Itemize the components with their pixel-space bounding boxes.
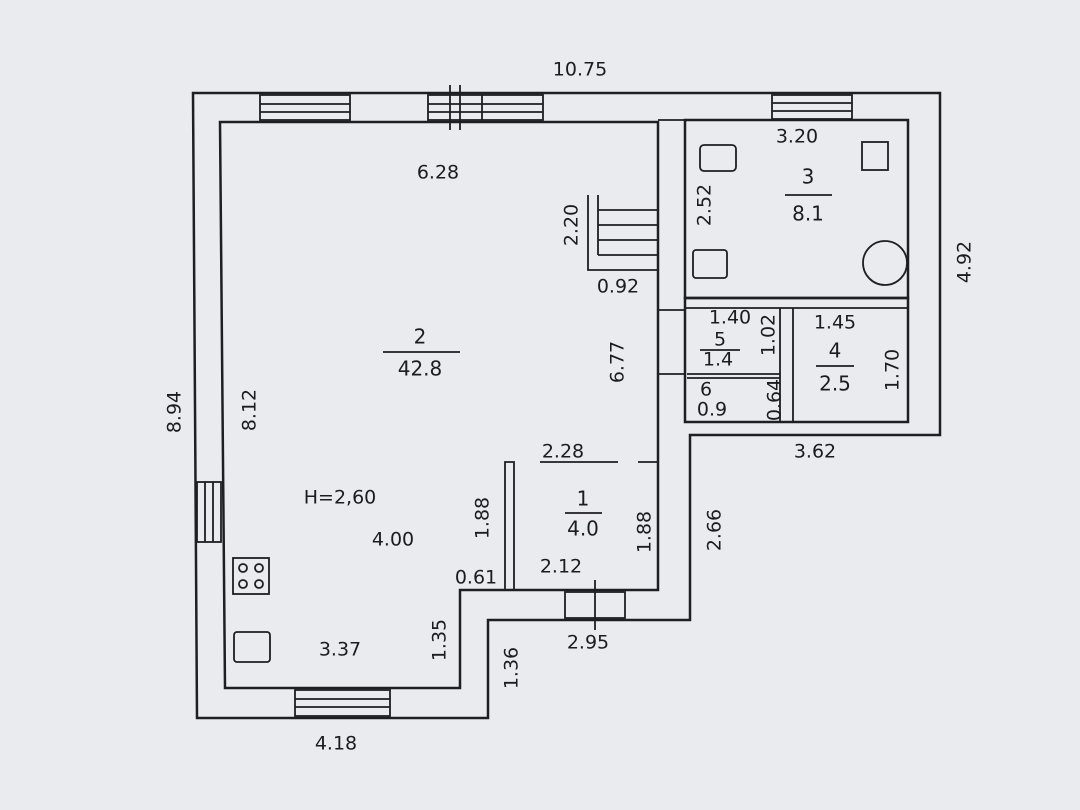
shower-icon (861, 141, 889, 171)
dim-170: 1.70 (882, 349, 904, 391)
room-4-area: 2.5 (819, 372, 851, 396)
room-6-area: 0.9 (697, 399, 727, 421)
room-3-number: 3 (802, 165, 815, 189)
dim-220: 2.20 (561, 204, 583, 246)
dim-492: 4.92 (954, 241, 976, 283)
room-5-area: 1.4 (703, 349, 733, 371)
dim-total-depth: 8.94 (164, 391, 186, 433)
room-1-area: 4.0 (567, 517, 599, 541)
dim-092: 0.92 (597, 276, 639, 298)
dim-061: 0.61 (455, 567, 497, 589)
ceiling-height: H=2,60 (304, 487, 377, 509)
dim-628: 6.28 (417, 162, 459, 184)
dim-102: 1.02 (758, 314, 780, 356)
room-2-area: 42.8 (398, 357, 443, 381)
dim-064: 0.64 (764, 379, 786, 421)
dim-188-left: 1.88 (472, 497, 494, 539)
dim-228: 2.28 (542, 441, 584, 463)
dim-337: 3.37 (319, 639, 361, 661)
room-4-number: 4 (829, 339, 842, 363)
dimension-labels: 10.75 8.94 6.28 3.20 2.52 2.20 0.92 4.92… (164, 59, 976, 755)
dim-400: 4.00 (372, 529, 414, 551)
dim-total-width: 10.75 (553, 59, 607, 81)
dim-188-right: 1.88 (634, 511, 656, 553)
dim-418: 4.18 (315, 733, 357, 755)
room-5-number: 5 (714, 329, 726, 351)
dim-145: 1.45 (814, 312, 856, 334)
dim-295: 2.95 (567, 632, 609, 654)
fixtures (232, 141, 908, 663)
room-2-number: 2 (414, 325, 427, 349)
spiral-stair-icon (862, 240, 908, 286)
stairs (587, 195, 658, 271)
dim-136: 1.36 (501, 647, 523, 689)
dim-677: 6.77 (607, 341, 629, 383)
dim-362: 3.62 (794, 441, 836, 463)
kitchen-sink-icon (233, 631, 271, 663)
dim-135: 1.35 (429, 619, 451, 661)
dim-252: 2.52 (694, 184, 716, 226)
room-3-area: 8.1 (792, 202, 824, 226)
walls (191, 91, 942, 720)
dim-812: 8.12 (239, 389, 261, 431)
stove-icon (232, 557, 270, 595)
dim-140: 1.40 (709, 307, 751, 329)
room-6-number: 6 (700, 379, 712, 401)
toilet-icon (699, 144, 737, 172)
sink-icon (692, 249, 728, 279)
dim-266: 2.66 (704, 509, 726, 551)
dim-320: 3.20 (776, 126, 818, 148)
room-1-number: 1 (577, 487, 590, 511)
dim-212: 2.12 (540, 556, 582, 578)
room-labels: 2 42.8 3 8.1 4 2.5 5 1.4 6 0.9 1 4.0 H=2… (304, 165, 854, 541)
windows (196, 85, 853, 717)
